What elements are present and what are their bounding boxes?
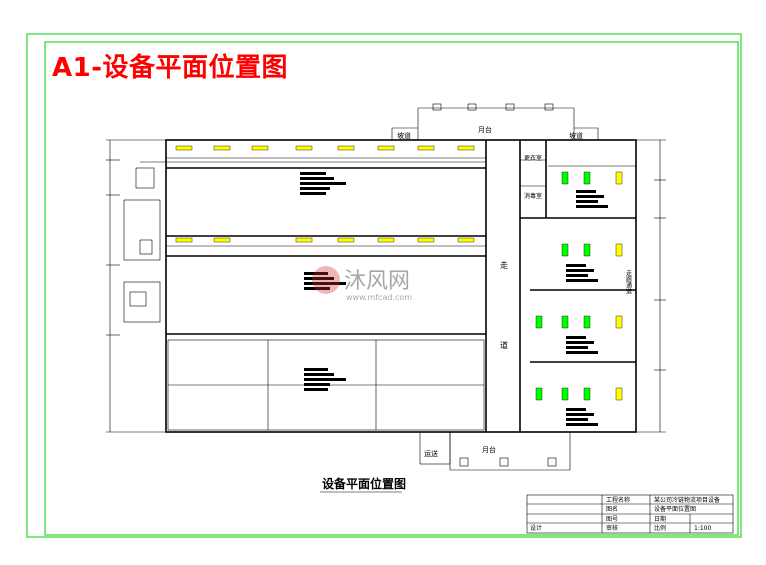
cold-room-1 [166, 145, 486, 237]
tb-r3-c1: 图号 [606, 516, 618, 523]
title-block: 工程名称 某公司冷链物流项目设备 图名 设备平面位置图 图号 日期 设计 审核 … [526, 494, 734, 534]
room-label-left: 更衣室 [524, 154, 542, 162]
platform-bottom-label: 月台 [482, 445, 496, 454]
right-dimensions [636, 139, 666, 433]
side-corridor-label: 走廊通道 [625, 269, 632, 295]
tb-r4-c1: 设计 [530, 524, 542, 532]
cold-room-2 [166, 237, 486, 335]
corridor-label-b: 道 [500, 340, 508, 350]
transport-label: 运送 [424, 449, 438, 458]
right-rooms: 更衣室 消毒室 走廊通道 [520, 140, 636, 426]
outer-frame [26, 33, 742, 538]
left-dimensions [106, 139, 166, 433]
corridor-label-a: 走 [500, 261, 508, 270]
watermark-text: 沐风网 [344, 269, 410, 294]
tb-r2-c1: 图名 [606, 505, 618, 513]
tb-r3-c2: 日期 [654, 515, 666, 523]
room-label-right: 消毒室 [524, 192, 542, 200]
tb-r1-c1: 工程名称 [606, 496, 630, 504]
tb-r1-c2: 某公司冷链物流项目设备 [654, 496, 720, 504]
corridor: 走 道 [485, 140, 521, 432]
ramp-right-label: 坡道 [569, 131, 583, 140]
top-platform: 坡道 坡道 月台 [391, 103, 599, 140]
platform-top-label: 月台 [478, 125, 492, 134]
tb-r4-c2: 审核 [606, 524, 618, 532]
tb-r4-c4: 1:100 [694, 525, 711, 532]
ramp-left-label: 坡道 [397, 131, 411, 140]
bottom-platform: 运送 月台 [419, 431, 571, 471]
racking-area [167, 339, 485, 431]
watermark: 沐风网 www.mfcad.com [312, 266, 412, 302]
drawing-caption: 设备平面位置图 [322, 477, 407, 491]
inner-frame [44, 41, 739, 536]
building-outline [165, 139, 637, 433]
page-title: A1-设备平面位置图 [52, 53, 289, 83]
watermark-url: www.mfcad.com [346, 293, 412, 302]
tb-r4-c3: 比例 [654, 524, 666, 532]
tb-r2-c2: 设备平面位置图 [654, 505, 696, 513]
